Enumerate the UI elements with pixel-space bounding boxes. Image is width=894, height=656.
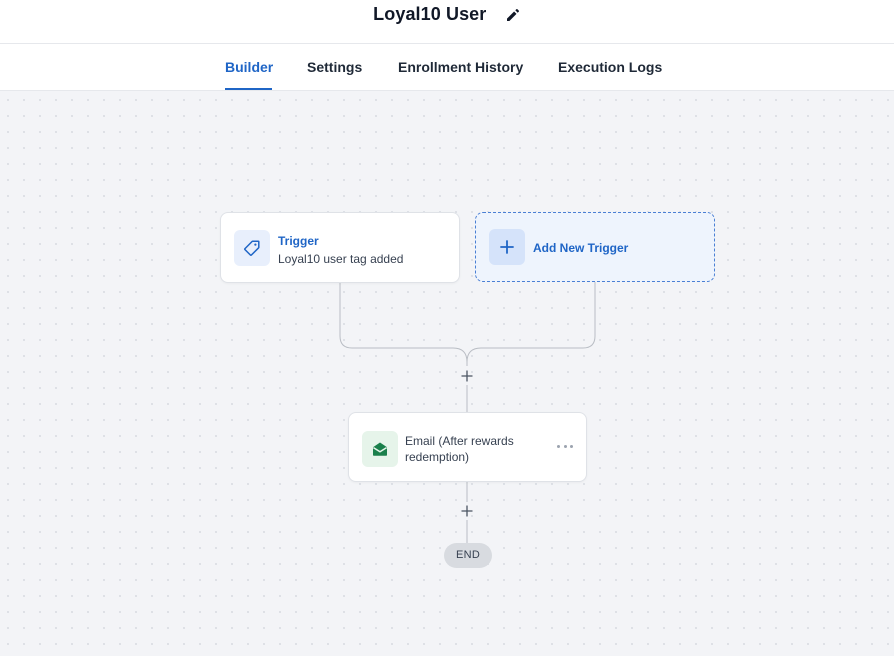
end-node: END [444,543,492,568]
tab-execution-logs[interactable]: Execution Logs [558,59,663,75]
pencil-icon[interactable] [505,7,521,23]
tab-settings[interactable]: Settings [307,59,363,75]
trigger-card[interactable]: Trigger Loyal10 user tag added [220,212,460,283]
workflow-canvas[interactable] [0,92,894,656]
mail-open-icon [362,431,398,467]
more-options-icon[interactable] [557,440,573,452]
tab-enrollment-history[interactable]: Enrollment History [398,59,524,75]
app-header: Loyal10 User [0,0,894,44]
email-action-card[interactable]: Email (After rewards redemption) [348,412,587,482]
workflow-title: Loyal10 User [373,4,487,24]
plus-icon [489,229,525,265]
tag-icon [234,230,270,266]
add-step-plus-icon[interactable] [458,367,476,385]
tab-builder[interactable]: Builder [225,59,274,75]
active-tab-indicator [225,88,272,90]
trigger-title: Trigger [278,234,319,248]
title-wrap: Loyal10 User [0,4,894,25]
trigger-subtitle: Loyal10 user tag added [278,252,404,266]
email-action-label: Email (After rewards redemption) [405,434,514,464]
add-new-trigger-button[interactable]: Add New Trigger [475,212,715,282]
add-trigger-label: Add New Trigger [533,241,629,255]
add-step-plus-icon[interactable] [458,502,476,520]
tab-bar: Builder Settings Enrollment History Exec… [0,44,894,91]
